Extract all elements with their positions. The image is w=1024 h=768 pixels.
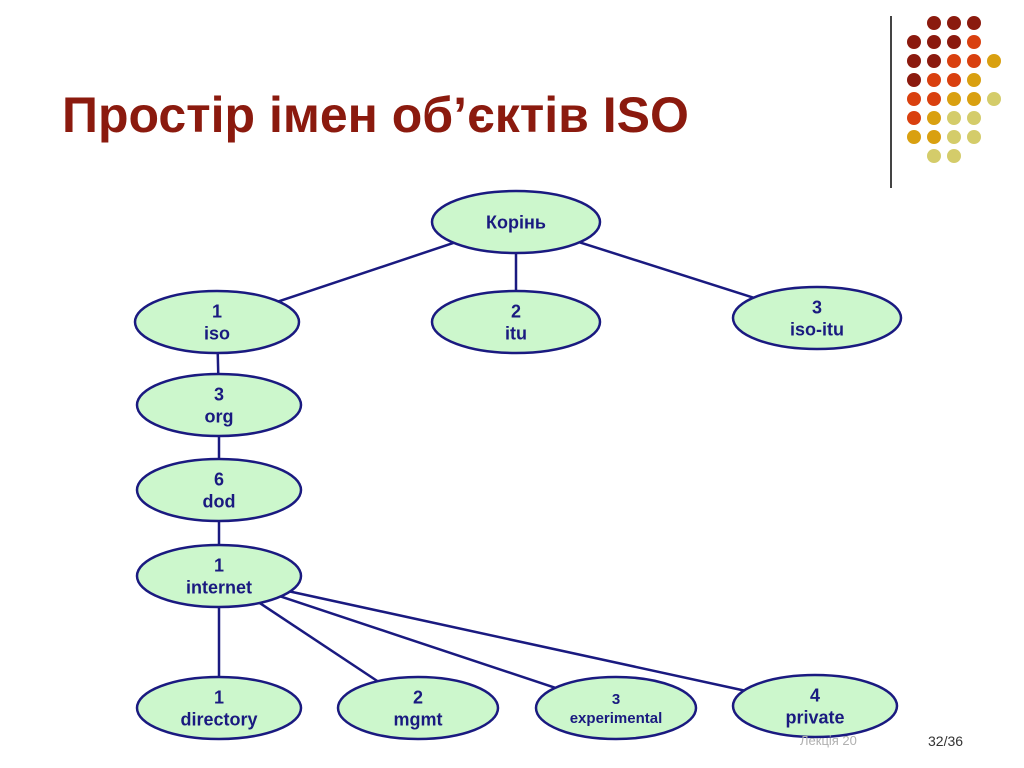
decorative-dot: [987, 92, 1001, 106]
edge-internet-experimental: [280, 595, 556, 689]
node-label: dod: [203, 491, 236, 511]
decorative-dot: [927, 35, 941, 49]
decorative-dot: [947, 92, 961, 106]
edge-iso-org: [216, 352, 220, 375]
decorative-dot: [967, 111, 981, 125]
node-label: 4: [810, 685, 820, 705]
node-ellipse: [430, 189, 602, 255]
node-label: iso-itu: [790, 319, 844, 339]
decorative-dot: [967, 16, 981, 30]
decorative-dot: [927, 111, 941, 125]
node-label: org: [205, 406, 234, 426]
decorative-dot: [967, 54, 981, 68]
node-label: itu: [505, 323, 527, 343]
node-label: experimental: [570, 710, 663, 727]
node-label: 1: [214, 687, 224, 707]
node-ellipse: [336, 675, 500, 741]
node-label: 3: [812, 297, 822, 317]
node-ellipse: [534, 675, 698, 741]
slide-title: Простір імен об’єктів ISO: [62, 87, 689, 143]
node-experimental: 3 experimental: [534, 675, 698, 741]
node-ellipse: [430, 289, 602, 355]
node-label: private: [785, 707, 844, 727]
tree-edges: [216, 241, 754, 692]
decorative-dot: [927, 149, 941, 163]
decorative-dot-grid: [907, 16, 1001, 163]
decorative-dot: [967, 130, 981, 144]
footer-label: Лекція 20: [800, 733, 857, 748]
decorative-dot: [947, 73, 961, 87]
decorative-dot: [927, 92, 941, 106]
decorative-dot: [907, 73, 921, 87]
edge-internet-private: [289, 590, 745, 692]
page-number: 32/36: [928, 733, 964, 749]
node-ellipse: [133, 289, 301, 355]
decorative-dot: [987, 54, 1001, 68]
decorative-dot: [927, 16, 941, 30]
edge-root-iso: [278, 241, 455, 303]
decorative-dot: [907, 92, 921, 106]
decorative-dot: [947, 54, 961, 68]
decorative-dot: [967, 73, 981, 87]
node-label: 2: [511, 301, 521, 321]
node-ellipse: [731, 673, 899, 739]
node-root: Корінь: [430, 189, 602, 255]
decorative-dot: [947, 16, 961, 30]
decorative-dot: [927, 54, 941, 68]
node-label: 6: [214, 469, 224, 489]
decorative-dot: [947, 149, 961, 163]
node-ellipse: [135, 457, 303, 523]
node-label: 2: [413, 687, 423, 707]
tree-nodes: Корінь1iso2itu3iso-itu3org6dod1internet1…: [133, 189, 903, 741]
decorative-dot: [967, 35, 981, 49]
decorative-dot: [947, 35, 961, 49]
node-ellipse: [135, 543, 303, 609]
decorative-dot: [927, 130, 941, 144]
node-label: 1: [214, 555, 224, 575]
node-label: 3: [612, 691, 620, 708]
node-ellipse: [135, 675, 303, 741]
node-ellipse: [135, 372, 303, 438]
title-divider: [890, 16, 892, 188]
node-label: directory: [180, 709, 257, 729]
node-label: 3: [214, 384, 224, 404]
node-label: 1: [212, 301, 222, 321]
decorative-dot: [927, 73, 941, 87]
decorative-dot: [907, 111, 921, 125]
node-label: mgmt: [394, 709, 443, 729]
node-ellipse: [731, 285, 903, 351]
decorative-dot: [967, 92, 981, 106]
node-label: iso: [204, 323, 230, 343]
decorative-dot: [907, 54, 921, 68]
decorative-dot: [907, 35, 921, 49]
edge-root-iso-itu: [579, 241, 754, 299]
node-label: internet: [186, 577, 252, 597]
node-label: Корінь: [486, 212, 546, 232]
decorative-dot: [947, 111, 961, 125]
decorative-dot: [907, 130, 921, 144]
edge-internet-mgmt: [258, 601, 379, 683]
decorative-dot: [947, 130, 961, 144]
